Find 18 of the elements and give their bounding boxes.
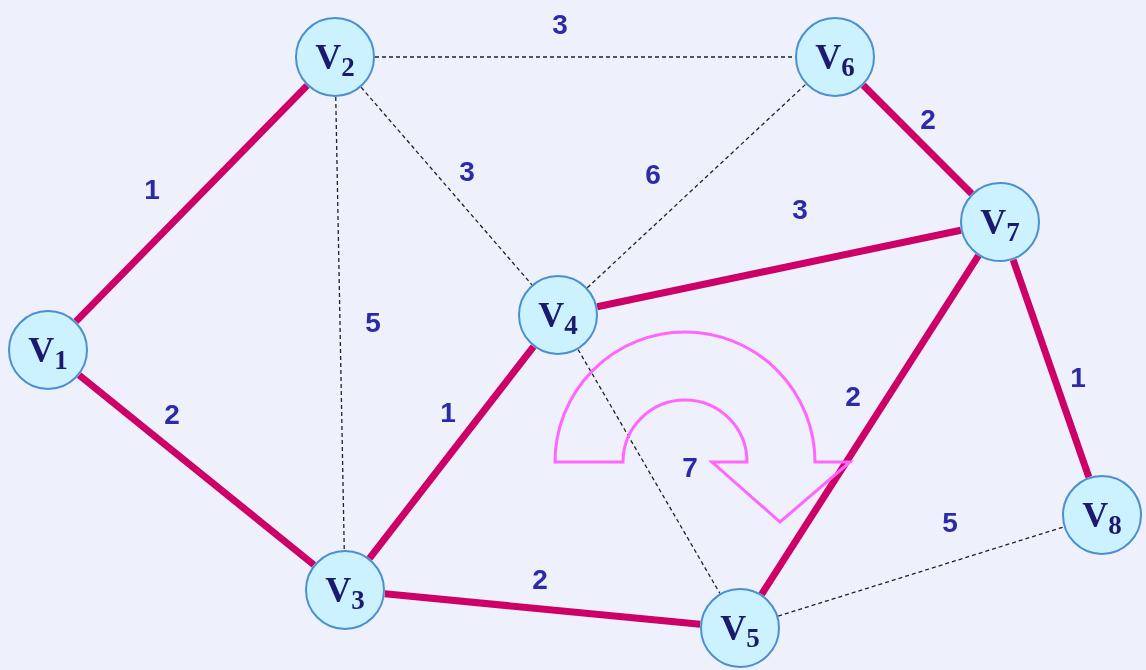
graph-edge xyxy=(577,348,721,595)
tree-edge xyxy=(384,590,701,628)
vertex-label: V$_{3}$ xyxy=(325,572,365,608)
tree-edge xyxy=(73,83,310,324)
vertex-label: V$_{2}$ xyxy=(315,39,355,75)
vertex-label: V$_{7}$ xyxy=(980,204,1020,240)
vertex-label: V$_{4}$ xyxy=(538,297,578,333)
tree-edge xyxy=(76,372,317,568)
tree-edge xyxy=(366,344,537,561)
graph-edge xyxy=(586,83,807,289)
graph-edge xyxy=(335,96,345,551)
tree-edge xyxy=(758,253,982,597)
vertex-label: V$_{5}$ xyxy=(720,610,760,646)
vertex-label: V$_{6}$ xyxy=(815,39,855,75)
graph-edge xyxy=(360,86,533,286)
tree-edge xyxy=(860,82,975,197)
vertex-label: V$_{1}$ xyxy=(28,332,68,368)
vertex-label: V$_{8}$ xyxy=(1082,497,1122,533)
